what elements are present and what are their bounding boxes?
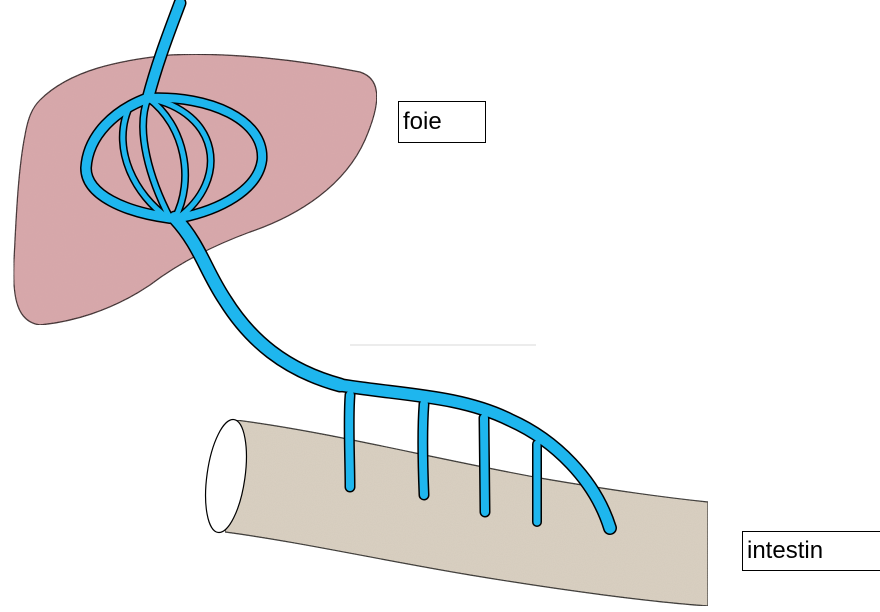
liver-label: foie [398, 101, 486, 143]
intestine-shape [225, 420, 708, 606]
liver-shape [14, 54, 377, 325]
intestine-label: intestin [742, 531, 880, 571]
